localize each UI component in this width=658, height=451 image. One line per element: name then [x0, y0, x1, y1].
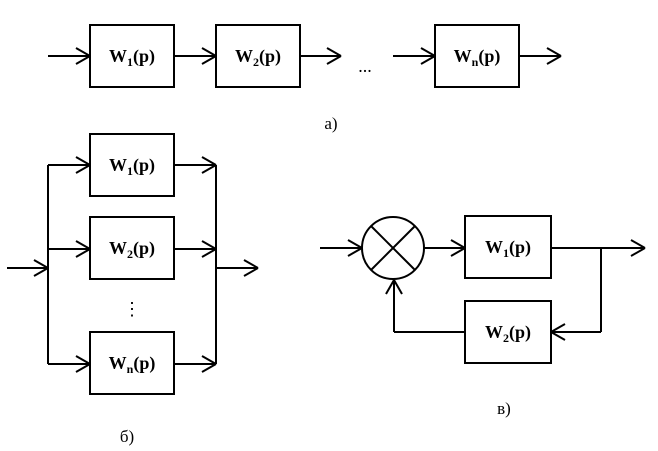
caption-a: а) — [324, 114, 337, 133]
block-b-wn-label: Wn(p) — [109, 353, 156, 376]
block-a-w1-label: W1(p) — [109, 46, 155, 69]
block-c-w1 — [464, 215, 552, 279]
diagram-a-series: W1(p) W2(p) ... Wn(p) а) — [48, 24, 562, 133]
block-b-w2-label: W2(p) — [109, 238, 155, 261]
caption-c: в) — [497, 399, 511, 418]
block-a-wn — [434, 24, 520, 88]
block-c-w2-label: W2(p) — [485, 322, 531, 345]
block-c-w1-label: W1(p) — [485, 237, 531, 260]
block-a-wn-label: Wn(p) — [454, 46, 501, 69]
ellipsis-b: ⋮ — [123, 299, 141, 319]
block-b-w1 — [89, 133, 175, 197]
block-a-w2-label: W2(p) — [235, 46, 281, 69]
ellipsis-a: ... — [358, 56, 372, 76]
diagram-b-parallel: W1(p) W2(p) ⋮ Wn(p) б) — [7, 133, 259, 446]
diagram-c-feedback: W1(p) W2(p) в) — [320, 215, 646, 418]
block-b-w1-label: W1(p) — [109, 155, 155, 178]
caption-b: б) — [120, 427, 134, 446]
block-b-w2 — [89, 216, 175, 280]
